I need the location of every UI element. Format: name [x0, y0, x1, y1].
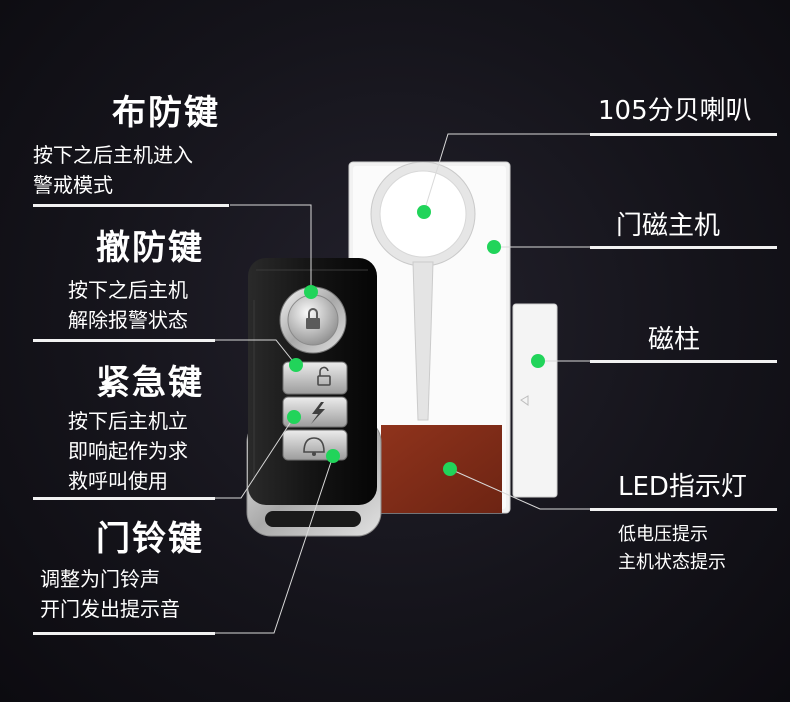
- marker-led: [443, 462, 457, 476]
- disarm-key-divider: [33, 339, 215, 342]
- lock-icon: [306, 308, 320, 329]
- emergency-key-title: 紧急键: [96, 363, 204, 403]
- disarm-key-line-1: 按下之后主机: [68, 278, 188, 302]
- lightning-icon: [311, 402, 325, 424]
- marker-doorbell-button: [326, 449, 340, 463]
- main-unit-label: 门磁主机: [616, 211, 721, 241]
- arm-key-divider: [33, 204, 229, 207]
- callout-lines: [215, 133, 590, 634]
- disarm-key-title: 撤防键: [96, 228, 204, 268]
- disarm-key-description: 按下之后主机 解除报警状态: [68, 275, 188, 335]
- disarm-key-line-2: 解除报警状态: [68, 308, 188, 332]
- doorbell-key-description: 调整为门铃声 开门发出提示音: [40, 564, 180, 624]
- marker-magnet: [531, 354, 545, 368]
- magnet-divider: [590, 360, 777, 363]
- marker-disarm-button: [289, 358, 303, 372]
- marker-main-unit: [487, 240, 501, 254]
- arm-key-description: 按下之后主机进入 警戒模式: [33, 140, 193, 200]
- arm-key-line-2: 警戒模式: [33, 173, 113, 197]
- magnet-label: 磁柱: [648, 325, 701, 355]
- emergency-key-line-2: 即响起作为求: [68, 439, 188, 463]
- emergency-key-line-3: 救呼叫使用: [68, 469, 168, 493]
- speaker-divider: [590, 133, 777, 136]
- led-panel: [381, 425, 502, 513]
- led-line-1: 低电压提示: [618, 524, 708, 545]
- doorbell-key-line-2: 开门发出提示音: [40, 597, 180, 621]
- main-unit-divider: [590, 246, 777, 249]
- doorbell-key-divider: [33, 632, 215, 635]
- remote-key-fob: [246, 258, 382, 537]
- led-description: 低电压提示 主机状态提示: [618, 521, 726, 577]
- marker-speaker: [417, 205, 431, 219]
- unlock-icon: [317, 366, 331, 386]
- emergency-key-description: 按下后主机立 即响起作为求 救呼叫使用: [68, 406, 188, 496]
- alarm-main-unit: [348, 161, 511, 514]
- emergency-key-divider: [33, 497, 215, 500]
- led-divider: [590, 508, 777, 511]
- doorbell-key-title: 门铃键: [96, 519, 204, 559]
- magnet-pillar: [512, 303, 558, 498]
- led-line-2: 主机状态提示: [618, 552, 726, 573]
- marker-dots: [287, 205, 545, 476]
- speaker-label: 105分贝喇叭: [598, 96, 752, 126]
- doorbell-key-line-1: 调整为门铃声: [40, 567, 160, 591]
- led-label: LED指示灯: [618, 472, 747, 502]
- marker-emergency-button: [287, 410, 301, 424]
- arm-key-title: 布防键: [112, 93, 220, 133]
- emergency-key-line-1: 按下后主机立: [68, 409, 188, 433]
- doorbell-icon: [303, 437, 325, 456]
- marker-arm-button: [304, 285, 318, 299]
- arm-key-line-1: 按下之后主机进入: [33, 143, 193, 167]
